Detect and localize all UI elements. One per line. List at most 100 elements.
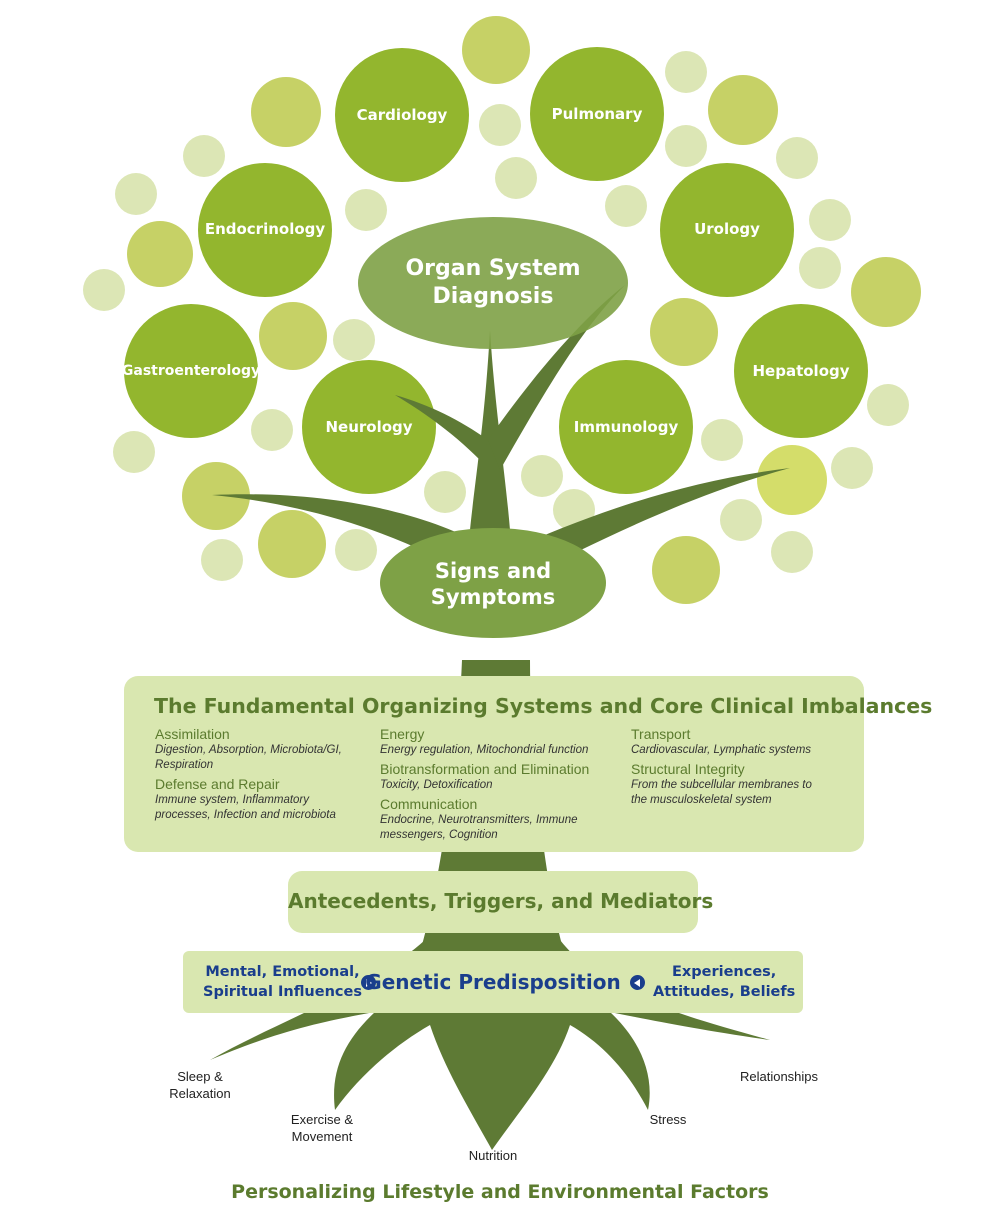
arrow-left-icon <box>630 975 645 990</box>
item-description: Energy regulation, Mitochondrial functio… <box>380 743 589 758</box>
footer-title: Personalizing Lifestyle and Environmenta… <box>231 1181 769 1203</box>
item-defense-and-repair: Defense and Repair Immune system, Inflam… <box>155 776 342 823</box>
desc-line: From the subcellular membranes to <box>631 779 812 791</box>
item-description: Immune system, Inflammatory processes, I… <box>155 793 342 823</box>
decorative-circle <box>708 75 778 145</box>
decorative-circle <box>251 409 293 451</box>
circle-neurology <box>302 360 436 494</box>
label-line: Exercise & <box>290 1112 354 1127</box>
label-line: Movement <box>291 1129 353 1144</box>
circle-immunology <box>559 360 693 494</box>
item-biotransformation: Biotransformation and Elimination Toxici… <box>380 761 589 793</box>
experiences-attitudes-label: Experiences, Attitudes, Beliefs <box>653 962 795 1002</box>
decorative-circle <box>333 319 375 361</box>
decorative-circle <box>757 445 827 515</box>
item-heading: Communication <box>380 796 478 812</box>
antecedents-panel: Antecedents, Triggers, and Mediators <box>288 871 714 933</box>
desc-line: Endocrine, Neurotransmitters, Immune <box>380 814 578 826</box>
item-heading: Transport <box>631 726 691 742</box>
desc-line: processes, Infection and microbiota <box>155 809 336 821</box>
label-line: Stress <box>649 1112 687 1127</box>
decorative-circle <box>83 269 125 311</box>
genetic-predisposition-label: Genetic Predisposition <box>365 970 621 994</box>
decorative-circles <box>83 16 921 604</box>
circle-gastroenterology <box>124 304 258 438</box>
label-line: Relationships <box>739 1069 819 1084</box>
branch-upper-left <box>395 395 488 460</box>
circle-pulmonary <box>530 47 664 181</box>
column-1: Assimilation Digestion, Absorption, Micr… <box>155 726 342 826</box>
decorative-circle <box>809 199 851 241</box>
label-signs-and-symptoms: Signs and Symptoms <box>431 558 556 610</box>
desc-line: messengers, Cognition <box>380 829 498 841</box>
decorative-circle <box>345 189 387 231</box>
decorative-circle <box>201 539 243 581</box>
circle-hepatology <box>734 304 868 438</box>
decorative-circle <box>115 173 157 215</box>
decorative-circle <box>335 529 377 571</box>
desc-line: Respiration <box>155 759 214 771</box>
label-line: Nutrition <box>468 1148 518 1163</box>
label-line: Attitudes, Beliefs <box>653 984 796 1000</box>
label-line: Relaxation <box>169 1086 231 1101</box>
column-3: Transport Cardiovascular, Lymphatic syst… <box>631 726 812 811</box>
item-description: From the subcellular membranes to the mu… <box>631 778 812 808</box>
decorative-circle <box>182 462 250 530</box>
desc-line: Toxicity, Detoxification <box>380 779 493 791</box>
item-description: Toxicity, Detoxification <box>380 778 589 793</box>
branch-left <box>212 494 482 575</box>
decorative-circle <box>701 419 743 461</box>
root-label-stress: Stress <box>650 1111 687 1128</box>
desc-line: Cardiovascular, Lymphatic systems <box>631 744 812 756</box>
item-assimilation: Assimilation Digestion, Absorption, Micr… <box>155 726 342 773</box>
antecedents-label: Antecedents, Triggers, and Mediators <box>288 889 714 913</box>
label-urology: Urology <box>694 220 760 238</box>
label-endocrinology: Endocrinology <box>204 220 326 238</box>
item-heading: Structural Integrity <box>631 761 745 777</box>
arrow-right-icon <box>361 975 376 990</box>
root-label-exercise: Exercise & Movement <box>291 1111 353 1145</box>
root-label-sleep: Sleep & Relaxation <box>169 1068 230 1102</box>
circle-endocrinology <box>198 163 332 297</box>
desc-line: the musculoskeletal system <box>631 794 772 806</box>
desc-line: Energy regulation, Mitochondrial functio… <box>380 744 589 756</box>
item-communication: Communication Endocrine, Neurotransmitte… <box>380 796 589 843</box>
decorative-circle <box>799 247 841 289</box>
label-line: Sleep & <box>177 1069 223 1084</box>
decorative-circle <box>258 510 326 578</box>
decorative-circle <box>127 221 193 287</box>
decorative-circle <box>831 447 873 489</box>
column-2: Energy Energy regulation, Mitochondrial … <box>380 726 589 846</box>
trunk-upper <box>470 330 510 530</box>
decorative-circle <box>183 135 225 177</box>
circle-cardiology <box>335 48 469 182</box>
genetic-panel: Mental, Emotional, Spiritual Influences … <box>183 951 803 1013</box>
decorative-circle <box>479 104 521 146</box>
item-heading: Biotransformation and Elimination <box>380 761 590 777</box>
decorative-circle <box>771 531 813 573</box>
decorative-circle <box>665 51 707 93</box>
decorative-circle <box>720 499 762 541</box>
label-organ-system-diagnosis: Organ System Diagnosis <box>405 255 580 311</box>
root-label-nutrition: Nutrition <box>469 1147 517 1164</box>
label-immunology: Immunology <box>573 418 679 436</box>
label-cardiology: Cardiology <box>356 106 448 124</box>
label-line: Spiritual Influences <box>203 984 362 1000</box>
desc-line: Immune system, Inflammatory <box>155 794 310 806</box>
decorative-circle <box>259 302 327 370</box>
decorative-circle <box>665 125 707 167</box>
decorative-circle <box>521 455 563 497</box>
branch-upper-right <box>488 285 625 470</box>
item-heading: Energy <box>380 726 425 742</box>
desc-line: Digestion, Absorption, Microbiota/GI, <box>155 744 342 756</box>
circle-urology <box>660 163 794 297</box>
item-transport: Transport Cardiovascular, Lymphatic syst… <box>631 726 812 758</box>
label-line: Diagnosis <box>432 284 554 309</box>
mental-emotional-label: Mental, Emotional, Spiritual Influences <box>203 962 362 1002</box>
label-line: Symptoms <box>430 585 556 609</box>
decorative-circle <box>851 257 921 327</box>
item-energy: Energy Energy regulation, Mitochondrial … <box>380 726 589 758</box>
decorative-circle <box>652 536 720 604</box>
decorative-circle <box>605 185 647 227</box>
fundamental-systems-title: The Fundamental Organizing Systems and C… <box>154 694 933 718</box>
